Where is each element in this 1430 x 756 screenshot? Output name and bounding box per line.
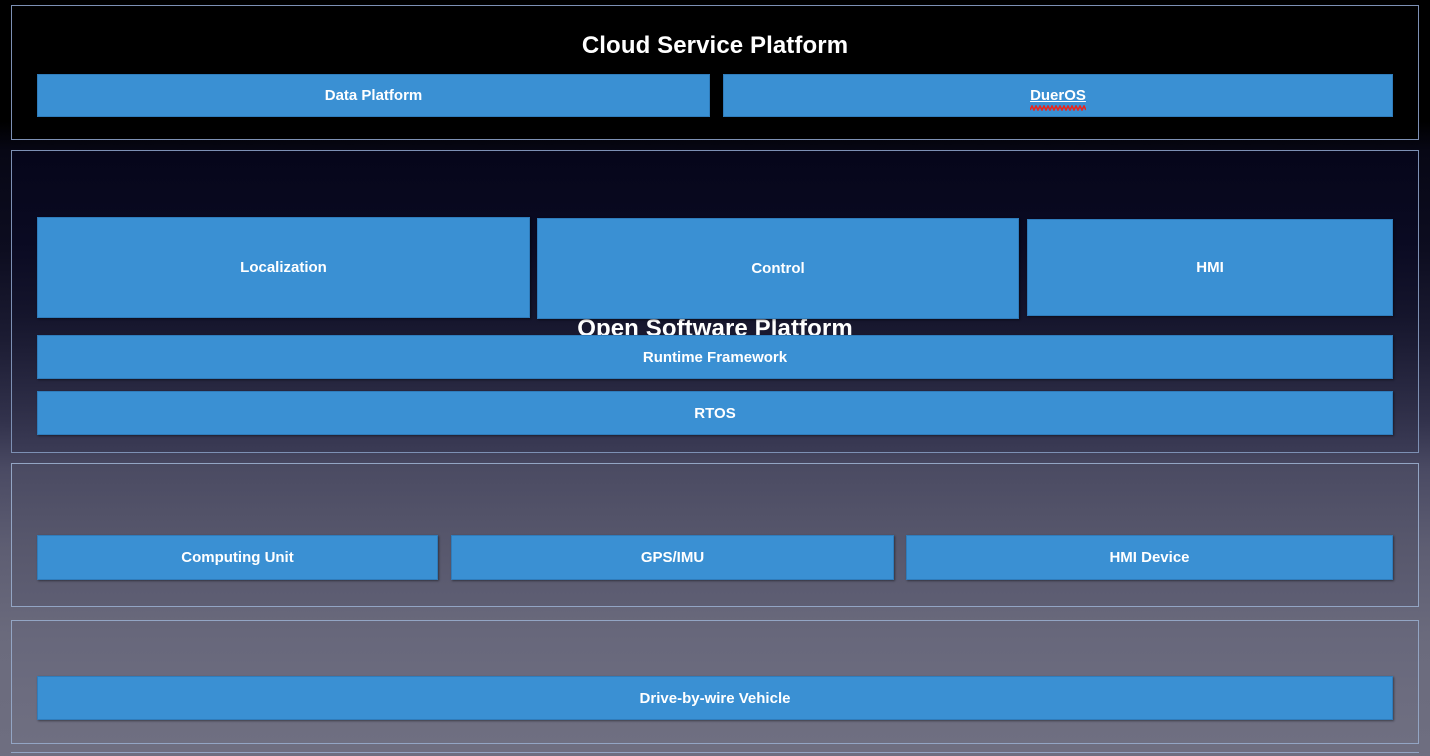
block-label-runtime-framework: Runtime Framework — [642, 348, 788, 366]
layer-panel-open-software-platform: Open Software Platform Localization Cont… — [11, 150, 1419, 453]
block-localization[interactable]: Localization — [37, 217, 530, 318]
block-label-rtos: RTOS — [694, 404, 736, 422]
block-label-control: Control — [751, 260, 805, 277]
layer-panel-reference-hardware-platform: Reference Hardware Platform Computing Un… — [11, 463, 1419, 607]
block-rtos[interactable]: RTOS — [37, 391, 1393, 435]
block-control[interactable]: Control — [537, 218, 1019, 319]
block-label-data-platform: Data Platform — [324, 87, 423, 104]
layer-title-cloud-service-platform: Cloud Service Platform — [581, 32, 849, 59]
block-label-computing-unit: Computing Unit — [181, 549, 294, 566]
block-data-platform[interactable]: Data Platform — [37, 74, 710, 117]
block-label-hmi: HMI — [1196, 259, 1224, 276]
block-gps-imu[interactable]: GPS/IMU — [451, 535, 894, 580]
block-label-gps-imu: GPS/IMU — [640, 549, 705, 566]
block-drive-by-wire-vehicle[interactable]: Drive-by-wire Vehicle — [37, 676, 1393, 720]
layer-panel-cloud-service-platform: Cloud Service Platform Data Platform Due… — [11, 5, 1419, 140]
block-label-localization: Localization — [240, 259, 327, 276]
block-computing-unit[interactable]: Computing Unit — [37, 535, 438, 580]
next-panel-top-edge — [11, 752, 1419, 756]
block-hmi-device[interactable]: HMI Device — [906, 535, 1393, 580]
block-label-drive-by-wire-vehicle: Drive-by-wire Vehicle — [639, 689, 791, 707]
layer-panel-reference-vehicle-platform: Reference Vehicle Platform Drive-by-wire… — [11, 620, 1419, 744]
block-label-hmi-device: HMI Device — [1109, 549, 1190, 566]
block-label-dueros: DuerOS — [1030, 87, 1087, 111]
block-hmi[interactable]: HMI — [1027, 219, 1393, 316]
block-runtime-framework[interactable]: Runtime Framework — [37, 335, 1393, 379]
block-dueros[interactable]: DuerOS — [723, 74, 1393, 117]
